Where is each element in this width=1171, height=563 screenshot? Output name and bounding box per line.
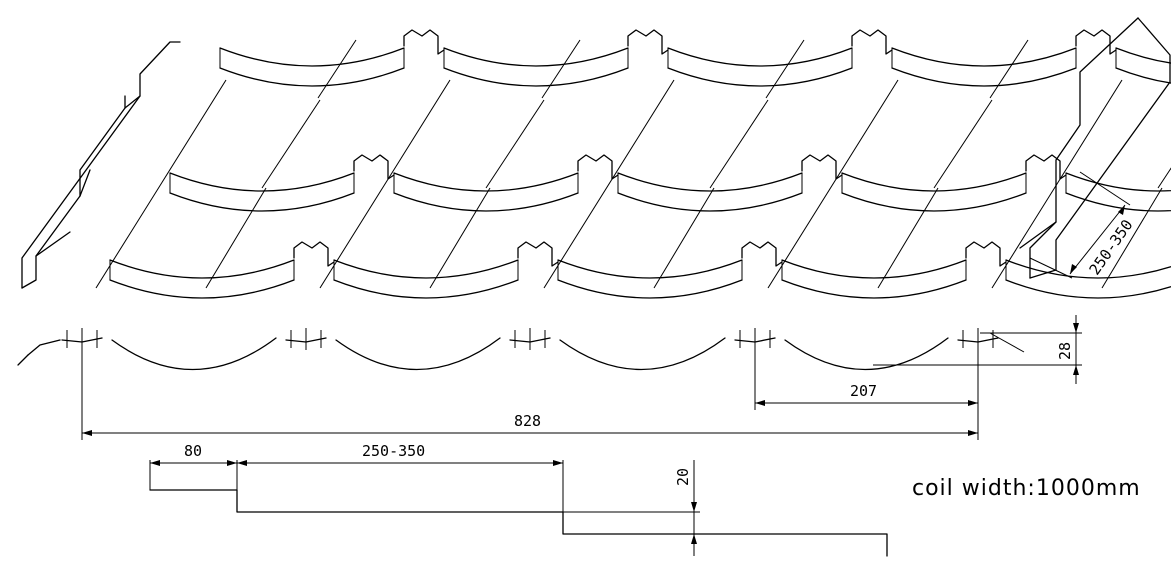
effective-width-label: 828 (514, 412, 541, 430)
step-detail: 80 250-350 20 (149, 442, 888, 557)
pitch-label: 207 (850, 382, 877, 400)
width-dimension: 828 (81, 340, 978, 440)
profile-view: 28 207 828 (17, 315, 1082, 440)
pitch-dimension: 207 (754, 340, 979, 440)
step-drop-label: 20 (674, 468, 692, 486)
tile-seams (95, 39, 1171, 289)
tile-rows (109, 29, 1171, 299)
coil-width-note: coil width:1000mm (912, 476, 1141, 501)
step-length-label: 250-350 (362, 442, 425, 460)
step-height-label: 28 (1056, 342, 1074, 360)
lap-label: 80 (184, 442, 202, 460)
tile-length-label: 250-350 (1086, 216, 1137, 278)
isometric-view: 250-350 (21, 17, 1171, 299)
